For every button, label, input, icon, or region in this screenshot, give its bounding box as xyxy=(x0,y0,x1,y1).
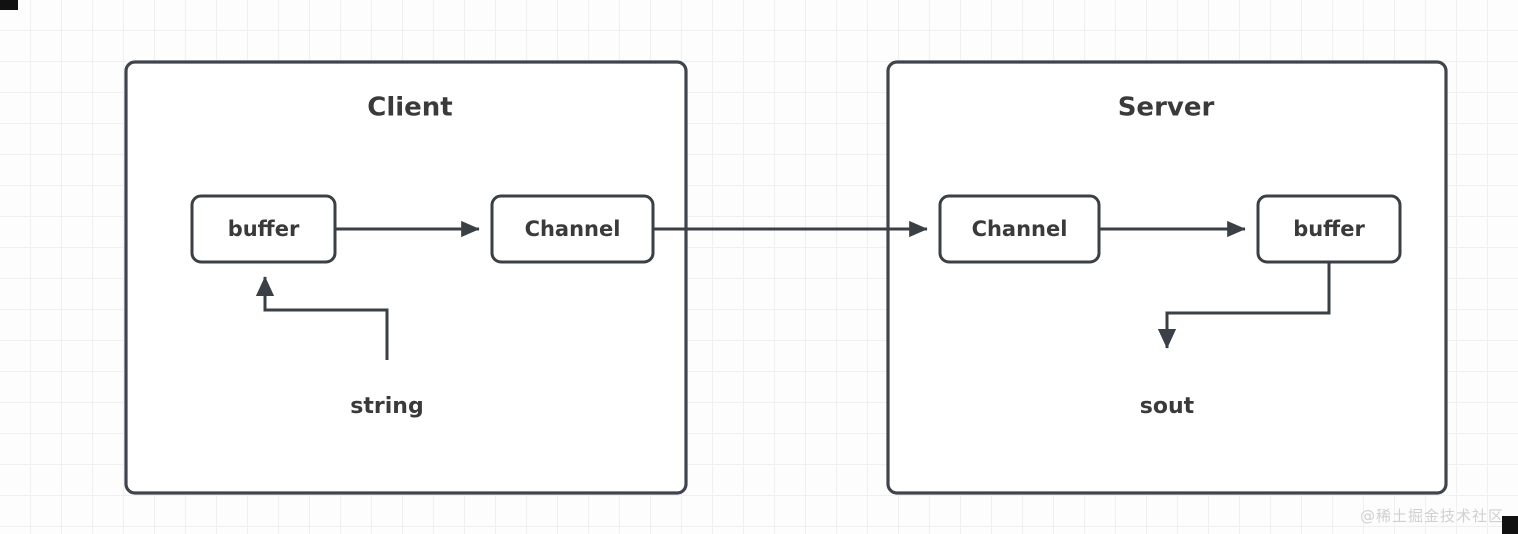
node-client-channel[interactable]: Channel xyxy=(490,194,655,264)
container-server-rect xyxy=(886,60,1448,495)
node-server-buffer[interactable]: buffer xyxy=(1256,194,1402,264)
label-sout: sout xyxy=(1140,394,1195,419)
label-string: string xyxy=(350,394,423,419)
container-client-label: Client xyxy=(367,93,452,123)
watermark: @稀土掘金技术社区 xyxy=(1359,507,1504,525)
node-server-buffer-label: buffer xyxy=(1293,217,1365,241)
node-client-channel-rect xyxy=(490,194,655,264)
node-server-channel[interactable]: Channel xyxy=(938,194,1101,264)
container-server[interactable]: Server xyxy=(886,60,1448,495)
container-server-label: Server xyxy=(1118,93,1215,123)
node-client-buffer[interactable]: buffer xyxy=(190,194,337,264)
container-client-rect xyxy=(124,60,688,495)
node-client-channel-label: Channel xyxy=(525,217,621,241)
corner-marker-bottom-right xyxy=(1502,516,1518,534)
container-client[interactable]: Client xyxy=(124,60,688,495)
node-server-channel-rect xyxy=(938,194,1101,264)
node-server-buffer-rect xyxy=(1256,194,1402,264)
node-client-buffer-rect xyxy=(190,194,337,264)
edge-server-buffer-to-sout xyxy=(1157,262,1331,349)
node-client-buffer-label: buffer xyxy=(228,217,300,241)
corner-marker-top-left xyxy=(0,0,18,10)
node-server-channel-label: Channel xyxy=(972,217,1068,241)
edge-string-to-client-buffer xyxy=(255,276,389,360)
